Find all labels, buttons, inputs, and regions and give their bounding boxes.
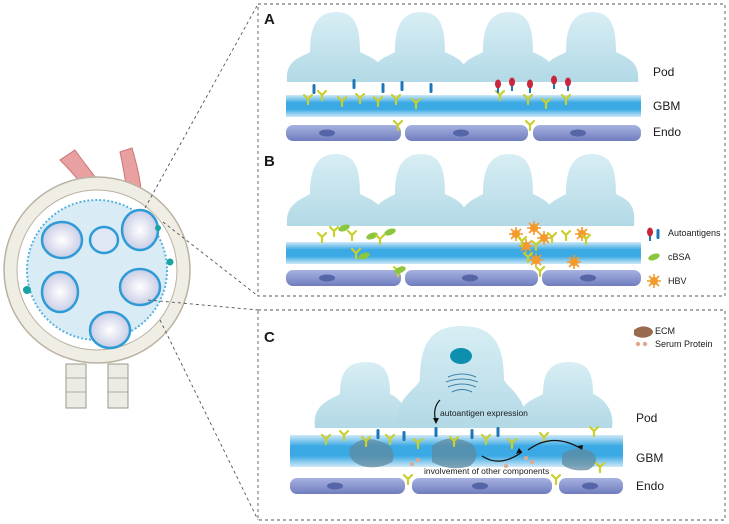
panel-b: B Autoantigens cBSA HBV <box>264 153 721 289</box>
legend-c: ECM Serum Protein <box>634 326 713 349</box>
panel-b-letter: B <box>264 153 275 170</box>
panel-c-gbm-label: GBM <box>636 451 663 465</box>
panel-c-pod-label: Pod <box>636 411 657 425</box>
panel-c-endo-label: Endo <box>636 479 664 493</box>
legend-ecm: ECM <box>655 326 675 336</box>
cbsa-icon <box>647 252 661 262</box>
panel-c-frame <box>257 309 726 521</box>
hbv-icon <box>646 273 662 289</box>
panel-a-pod-label: Pod <box>653 65 674 79</box>
panel-a-gbm-label: GBM <box>653 99 680 113</box>
autoantigen-blue-icon <box>656 229 660 239</box>
glomerulus-illustration <box>3 147 191 409</box>
ecm-icon <box>634 326 653 338</box>
legend-hbv: HBV <box>668 276 687 286</box>
panel-ab-frame <box>257 3 726 297</box>
autoantigen-expression-note: autoantigen expression <box>440 408 528 418</box>
serum-protein-icon <box>635 341 648 347</box>
panel-a-endo-label: Endo <box>653 125 681 139</box>
panel-a: A Pod GBM Endo <box>264 11 681 141</box>
panel-c: C autoantigen expression involvement of … <box>264 326 713 494</box>
autoantigen-icon <box>647 227 653 241</box>
legend-cbsa: cBSA <box>668 252 691 262</box>
panel-a-letter: A <box>264 11 275 28</box>
legend-serum-protein: Serum Protein <box>655 339 713 349</box>
legend-autoantigens: Autoantigens <box>668 228 721 238</box>
other-components-note: involvement of other components <box>424 466 549 476</box>
panel-c-letter: C <box>264 329 275 346</box>
legend-b: Autoantigens cBSA HBV <box>646 227 721 289</box>
